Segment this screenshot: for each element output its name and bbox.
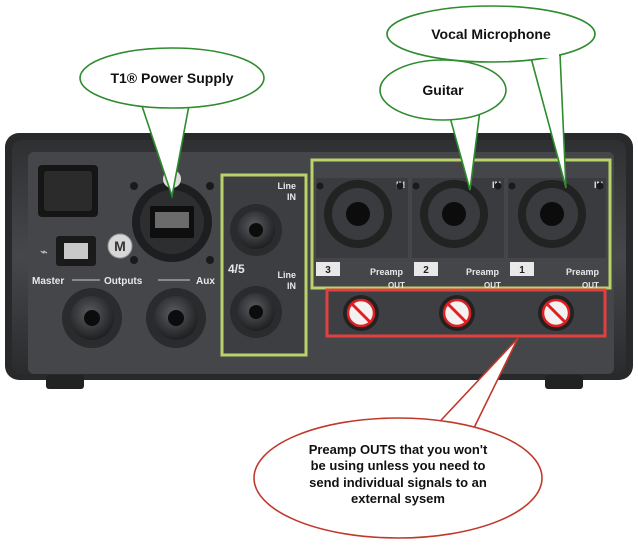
panel-screws: [130, 182, 604, 264]
callout-vocal-mic: [386, 5, 596, 189]
device-chassis: [5, 133, 633, 389]
preamp-out-jack-1[interactable]: [538, 295, 574, 331]
line-in-jack-4[interactable]: [230, 204, 282, 256]
out-label-1: OUT: [582, 281, 599, 290]
usb-port[interactable]: [56, 236, 96, 266]
combo-input-3[interactable]: 3 Preamp: [316, 178, 408, 277]
combo-input-2[interactable]: 2 Preamp IN: [396, 178, 504, 277]
master-label: Master: [32, 276, 64, 287]
callout-power-supply-text: T1® Power Supply: [110, 70, 234, 86]
preamp-label-1: Preamp: [566, 267, 600, 277]
usb-icon: ⌁: [40, 245, 48, 260]
in-label-bottom: IN: [287, 281, 296, 291]
callout-vocal-mic-text: Vocal Microphone: [431, 26, 551, 42]
aux-label: Aux: [196, 276, 215, 287]
line-label-top: Line: [277, 181, 296, 191]
master-output-jack[interactable]: [62, 288, 122, 348]
svg-text:⌁: ⌁: [40, 245, 48, 260]
preamp-out-jack-3[interactable]: [343, 295, 379, 331]
t1-power-jack[interactable]: [132, 170, 212, 262]
group-label: 4/5: [228, 262, 245, 276]
line-in-jack-5[interactable]: [230, 286, 282, 338]
preamp-out-jack-2[interactable]: [439, 295, 475, 331]
m-logo: M: [107, 233, 133, 259]
aux-output-jack[interactable]: [146, 288, 206, 348]
line-label-bottom: Line: [277, 270, 296, 280]
channel-3-label: 3: [325, 265, 331, 276]
preamp-label-2: Preamp: [466, 267, 500, 277]
callout-preamp-outs: [253, 337, 543, 539]
callout-preamp-outs-text: Preamp OUTS that you won't be using unle…: [308, 442, 488, 506]
callout-guitar: [379, 59, 507, 191]
in-label-top: IN: [287, 192, 296, 202]
out-label-3: OUT: [388, 281, 405, 290]
svg-text:M: M: [114, 238, 126, 254]
combo-input-1[interactable]: 1 Preamp IN IN: [492, 178, 606, 277]
preamp-label-3: Preamp: [370, 267, 404, 277]
callout-guitar-text: Guitar: [422, 82, 464, 98]
power-switch[interactable]: [38, 165, 98, 217]
out-label-2: OUT: [484, 281, 501, 290]
channel-2-label: 2: [423, 265, 429, 276]
channel-1-label: 1: [519, 265, 525, 276]
callout-power-supply: [79, 47, 265, 200]
outputs-label: Outputs: [104, 276, 143, 287]
